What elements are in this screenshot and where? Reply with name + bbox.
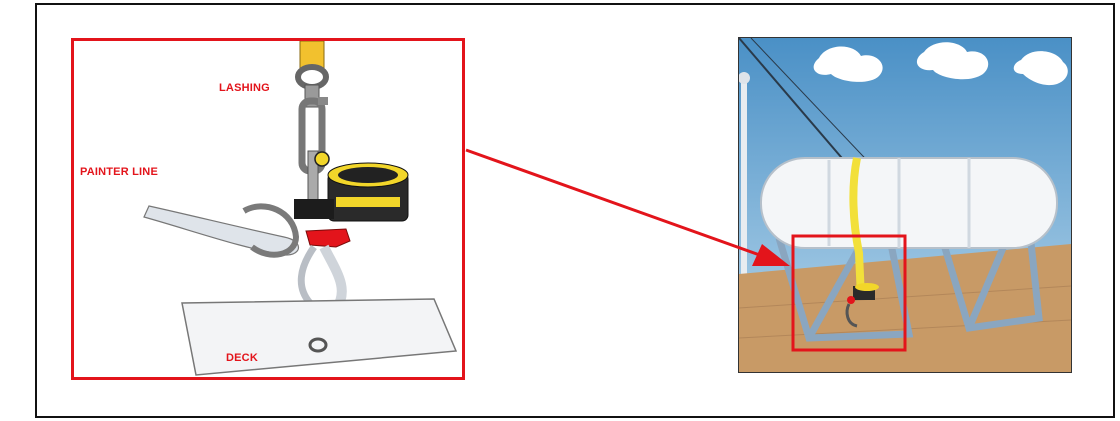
overview-scene [738,37,1072,373]
detail-view: LASHING PAINTER LINE DECK [71,38,465,380]
shackle-icon [298,67,326,87]
liferaft-scene-illustration [739,38,1071,372]
label-deck: DECK [226,352,258,364]
label-lashing: LASHING [219,82,270,94]
label-painter-line: PAINTER LINE [80,166,158,178]
